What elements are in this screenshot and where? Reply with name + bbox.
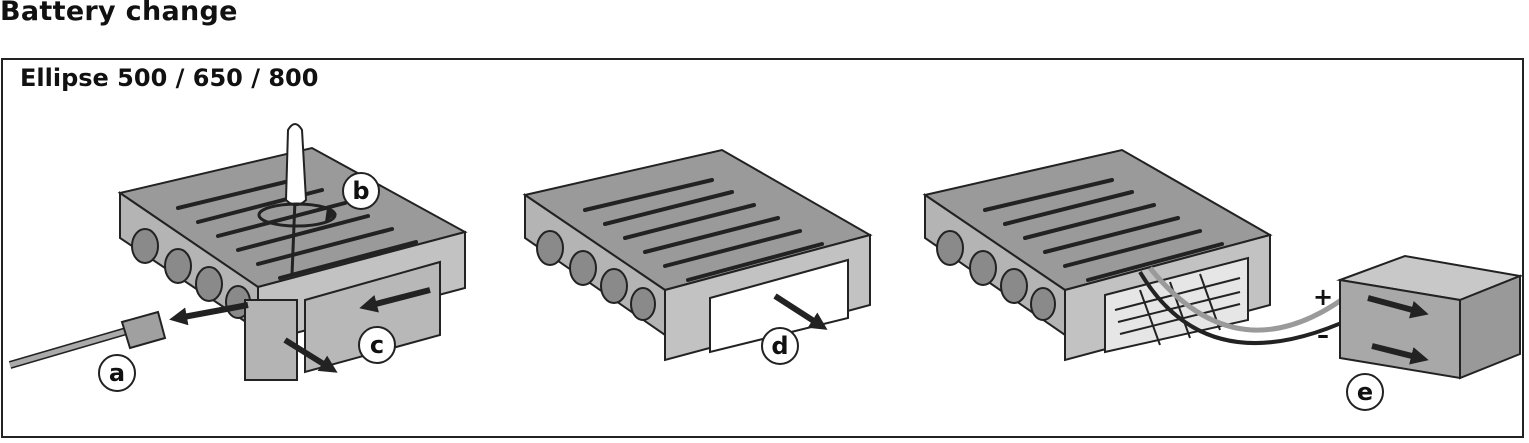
battery-cable-black — [1138, 270, 1366, 346]
screwdriver-icon — [257, 123, 337, 276]
ups-unit-step-2 — [522, 148, 873, 362]
step-label-e: e — [1357, 378, 1373, 406]
page-title: Battery change — [0, 0, 238, 27]
battery-icon — [1336, 254, 1524, 380]
step-label-a: a — [109, 359, 125, 387]
polarity-plus: + — [1313, 283, 1333, 311]
arrow-icons — [169, 287, 431, 373]
step-label-b: b — [352, 177, 369, 205]
arrow-icon — [773, 293, 828, 330]
model-label: Ellipse 500 / 650 / 800 — [20, 64, 319, 92]
ups-unit-step-1 — [117, 146, 468, 381]
step-label-d: d — [771, 332, 788, 360]
arrow-icons-step-e — [1367, 295, 1429, 365]
power-cord — [8, 310, 167, 369]
step-label-c: c — [370, 331, 384, 359]
ups-unit-step-3 — [922, 148, 1273, 362]
battery-cable-grey — [1148, 266, 1357, 333]
illustration-frame — [1, 58, 1524, 438]
polarity-minus: – — [1317, 321, 1329, 349]
